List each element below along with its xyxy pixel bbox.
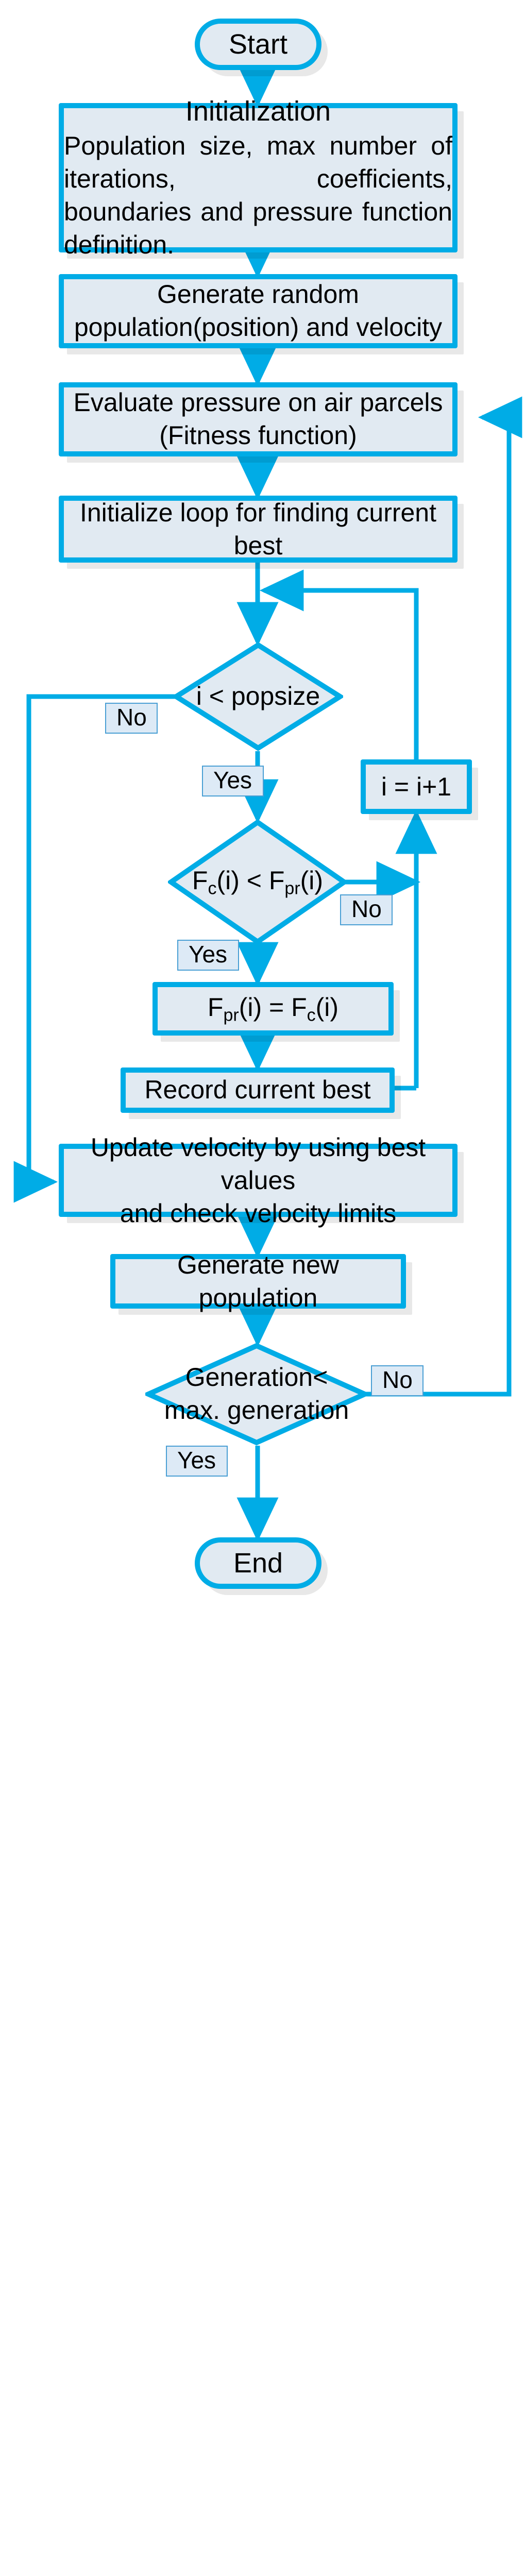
node-decision-generation[interactable]: Generation< max. generation bbox=[145, 1343, 368, 1446]
diamond-shape-popsize bbox=[173, 642, 343, 751]
fcompare-f-c: Fc bbox=[192, 866, 217, 899]
node-decision-popsize[interactable]: i < popsize bbox=[173, 642, 343, 751]
node-generate-new-population-label: Generate new population bbox=[177, 1250, 340, 1312]
node-record-current-best-label: Record current best bbox=[144, 1076, 371, 1105]
node-initialize-loop[interactable]: Initialize loop for finding current best bbox=[59, 496, 458, 563]
node-record-current-best[interactable]: Record current best bbox=[121, 1067, 395, 1113]
fcompare-mid: (i) < bbox=[216, 866, 269, 895]
node-decision-fcompare[interactable]: Fc(i) < Fpr(i) bbox=[168, 819, 347, 945]
assign-tail: (i) bbox=[315, 993, 339, 1022]
diamond-shape-generation bbox=[145, 1343, 368, 1446]
node-initialization-body: Population size, max number of iteration… bbox=[64, 131, 452, 260]
node-increment-i[interactable]: i = i+1 bbox=[361, 759, 472, 814]
node-increment-i-label: i = i+1 bbox=[381, 772, 452, 801]
edge-label-gencheck-no: No bbox=[371, 1365, 424, 1397]
node-generate-random-population-line1: Generate random bbox=[157, 280, 359, 309]
node-start[interactable]: Start bbox=[195, 19, 321, 70]
edge-label-gencheck-yes: Yes bbox=[166, 1446, 228, 1477]
assign-f-c: Fc bbox=[291, 993, 316, 1025]
node-start-label: Start bbox=[228, 28, 288, 60]
edge-label-fcompare-yes: Yes bbox=[177, 940, 239, 971]
edge-increment-popsize-1 bbox=[270, 588, 419, 759]
node-decision-fcompare-label: Fc(i) < Fpr(i) bbox=[168, 865, 347, 900]
node-initialization-title: Initialization bbox=[185, 96, 331, 127]
node-generate-new-population[interactable]: Generate new population bbox=[110, 1250, 406, 1312]
node-update-velocity[interactable]: Update velocity by using best values and… bbox=[59, 1133, 458, 1228]
node-decision-popsize-label: i < popsize bbox=[196, 682, 320, 711]
node-assign-fpr[interactable]: Fpr(i) = Fc(i) bbox=[153, 982, 394, 1036]
fcompare-tail: (i) bbox=[300, 866, 324, 895]
node-initialization[interactable]: Initialization Population size, max numb… bbox=[59, 96, 458, 260]
assign-f-pr: Fpr bbox=[207, 993, 239, 1025]
node-end[interactable]: End bbox=[195, 1537, 321, 1589]
node-evaluate-pressure-line2: (Fitness function) bbox=[159, 421, 357, 450]
node-decision-generation-line2: max. generation bbox=[164, 1396, 349, 1425]
node-generate-random-population-line2: population(position) and velocity bbox=[74, 313, 443, 342]
node-evaluate-pressure-line1: Evaluate pressure on air parcels bbox=[73, 388, 443, 417]
connector-layer bbox=[13, 63, 522, 1542]
fcompare-f-pr: Fpr bbox=[268, 866, 300, 899]
node-assign-fpr-label: Fpr(i) = Fc(i) bbox=[158, 991, 388, 1027]
assign-mid: (i) = bbox=[239, 993, 292, 1022]
edge-label-popsize-no: No bbox=[105, 703, 158, 734]
node-evaluate-pressure[interactable]: Evaluate pressure on air parcels (Fitnes… bbox=[59, 382, 458, 456]
node-end-label: End bbox=[233, 1547, 283, 1579]
node-update-velocity-line2: and check velocity limits bbox=[120, 1199, 397, 1228]
node-decision-generation-line1: Generation< bbox=[185, 1363, 328, 1392]
edge-label-popsize-yes: Yes bbox=[202, 766, 264, 797]
diamond-shape-fcompare bbox=[168, 819, 347, 945]
edge-popsize-no-1 bbox=[26, 694, 180, 1182]
node-initialize-loop-label: Initialize loop for finding current best bbox=[79, 498, 437, 560]
node-generate-random-population[interactable]: Generate random population(position) and… bbox=[59, 274, 458, 348]
edge-label-fcompare-no: No bbox=[340, 894, 393, 926]
node-update-velocity-line1: Update velocity by using best values bbox=[90, 1133, 426, 1195]
